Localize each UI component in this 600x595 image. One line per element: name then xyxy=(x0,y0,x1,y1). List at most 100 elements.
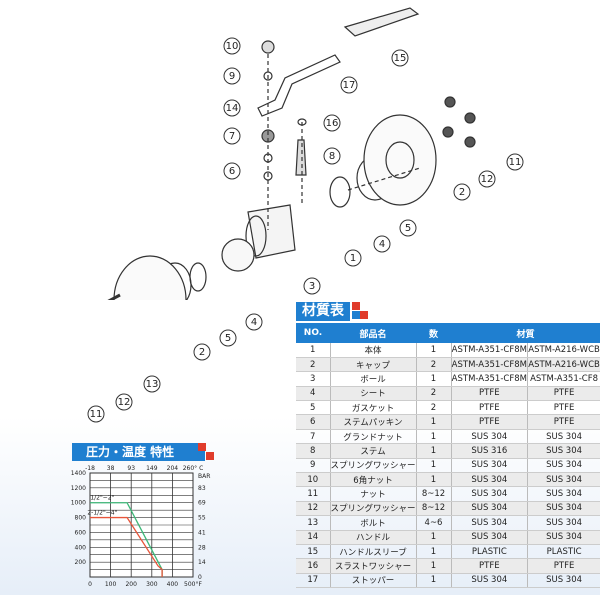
y-tick-label: 800 xyxy=(75,515,87,522)
svg-text:5: 5 xyxy=(405,223,411,234)
svg-text:1: 1 xyxy=(350,253,356,264)
callout-13: 13 xyxy=(143,375,161,393)
cell-part-name: ストッパー xyxy=(329,573,417,589)
header-no: NO. xyxy=(296,323,330,343)
cell-qty: 2 xyxy=(415,386,452,402)
x-tick-label: 400 xyxy=(167,581,179,588)
header-part-name: 部品名 xyxy=(330,323,417,343)
cell-material-2: PLASTIC xyxy=(527,544,600,560)
cell-material-1: SUS 304 xyxy=(450,530,528,545)
cell-material-2: SUS 304 xyxy=(527,443,600,459)
y2-tick-label: 69 xyxy=(198,500,206,507)
cell-part-name: ハンドル xyxy=(329,530,417,545)
x-tick-label: 200 xyxy=(125,581,137,588)
cell-material-1: PTFE xyxy=(450,386,528,402)
callout-2: 2 xyxy=(453,183,471,201)
cell-material-2: ASTM-A216-WCB xyxy=(527,343,600,358)
cell-material-2: SUS 304 xyxy=(527,530,600,545)
handle-part xyxy=(257,54,341,117)
callout-6: 6 xyxy=(223,162,241,180)
callout-16: 16 xyxy=(323,114,341,132)
y2-tick-label: 28 xyxy=(198,544,206,551)
callout-5: 5 xyxy=(399,219,417,237)
y-tick-label: 1000 xyxy=(71,500,86,507)
cell-material-2: PTFE xyxy=(527,558,600,574)
cell-no: 15 xyxy=(296,544,330,560)
materials-title: 材質表 xyxy=(296,302,350,321)
cell-no: 4 xyxy=(296,386,330,402)
cell-qty: 8~12 xyxy=(415,486,452,502)
cell-no: 11 xyxy=(296,486,330,502)
cell-no: 14 xyxy=(296,530,330,545)
cell-part-name: シート xyxy=(329,386,417,402)
svg-text:7: 7 xyxy=(229,131,235,142)
series-label: 1/2"~2" xyxy=(90,495,114,502)
cell-part-name: スラストワッシャー xyxy=(329,558,417,574)
y2-tick-label: 41 xyxy=(198,529,206,536)
x-tick-label: 0 xyxy=(88,581,92,588)
cell-material-1: PTFE xyxy=(450,558,528,574)
cell-material-1: PTFE xyxy=(450,400,528,416)
cell-qty: 1 xyxy=(415,371,452,387)
callout-10: 10 xyxy=(223,37,241,55)
y-tick-label: 200 xyxy=(75,559,87,566)
cell-no: 9 xyxy=(296,458,330,474)
deco-square xyxy=(360,311,368,319)
cell-no: 8 xyxy=(296,443,330,459)
cap-left-part xyxy=(113,255,187,300)
cell-qty: 1 xyxy=(415,530,452,545)
callout-4: 4 xyxy=(373,235,391,253)
cell-no: 1 xyxy=(296,343,330,358)
cell-qty: 1 xyxy=(415,443,452,459)
svg-text:6: 6 xyxy=(229,166,235,177)
cell-qty: 8~12 xyxy=(415,501,452,517)
handle-sleeve-part xyxy=(343,7,420,37)
cell-material-2: SUS 304 xyxy=(527,472,600,488)
ball-part xyxy=(221,238,255,272)
cell-no: 17 xyxy=(296,573,330,589)
y2-tick-label: 55 xyxy=(198,515,206,522)
cap-right-part xyxy=(363,114,437,206)
cell-part-name: ボルト xyxy=(329,515,417,531)
header-material: 材質 xyxy=(451,323,600,343)
deco-square xyxy=(198,443,206,451)
cell-no: 10 xyxy=(296,472,330,488)
cell-part-name: 本体 xyxy=(329,343,417,358)
svg-text:14: 14 xyxy=(226,103,239,114)
cell-part-name: ボール xyxy=(329,371,417,387)
x-tick-label: 500°F xyxy=(184,581,202,588)
cell-part-name: 6角ナット xyxy=(329,472,417,488)
cell-material-1: PTFE xyxy=(450,414,528,430)
cell-material-2: SUS 304 xyxy=(527,501,600,517)
x2-tick-label: 38 xyxy=(107,465,115,472)
cell-qty: 1 xyxy=(415,544,452,560)
svg-text:9: 9 xyxy=(229,71,235,82)
cell-material-2: PTFE xyxy=(527,386,600,402)
cell-part-name: ステム xyxy=(329,443,417,459)
y2-tick-label: 14 xyxy=(198,559,206,566)
cell-material-1: ASTM-A351-CF8M xyxy=(450,357,528,373)
cell-material-1: ASTM-A351-CF8M xyxy=(450,371,528,387)
cell-qty: 1 xyxy=(415,472,452,488)
cell-material-2: ASTM-A351-CF8 xyxy=(527,371,600,387)
cell-part-name: ステムパッキン xyxy=(329,414,417,430)
svg-text:5: 5 xyxy=(225,333,231,344)
svg-text:15: 15 xyxy=(394,53,407,64)
pressure-temp-title: 圧力・温度 特性 xyxy=(72,443,205,461)
y-tick-label: 600 xyxy=(75,529,87,536)
